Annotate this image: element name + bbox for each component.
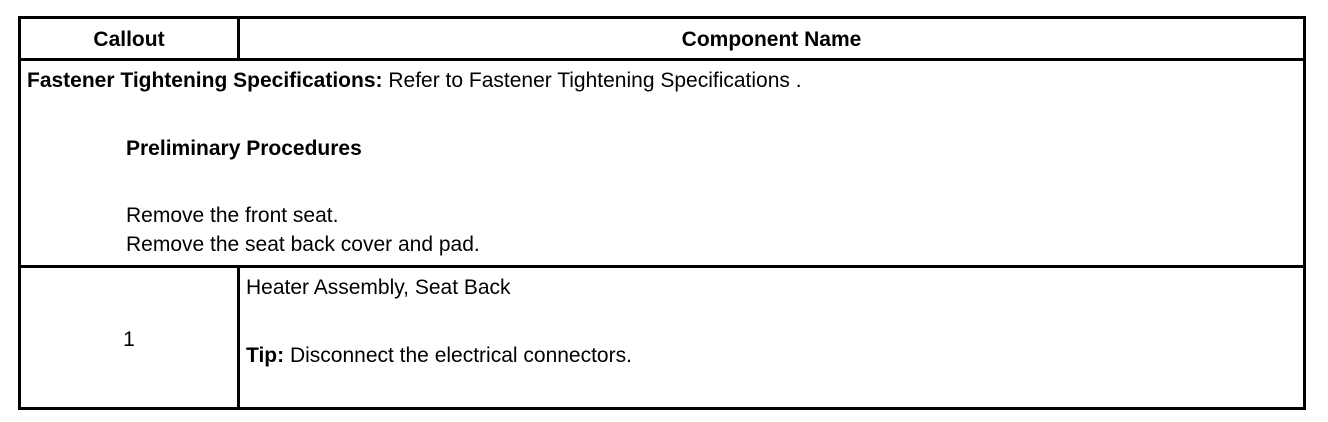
tip-text: Disconnect the electrical connectors. [284,344,632,367]
header-component-name: Component Name [681,28,862,51]
preliminary-procedures-title: Preliminary Procedures [126,137,362,160]
preliminary-step: Remove the front seat. [126,204,339,227]
table-row: 1 Heater Assembly, Seat Back Tip: Discon… [21,268,1303,410]
fastener-spec-label: Fastener Tightening Specifications: [27,69,383,92]
fastener-spec-text: Refer to Fastener Tightening Specificati… [382,69,802,92]
component-table: Callout Component Name Fastener Tighteni… [18,16,1306,410]
tip-label: Tip: [246,344,285,367]
fastener-spec-line: Fastener Tightening Specifications: Refe… [27,69,802,93]
header-callout: Callout [21,19,240,58]
callout-cell: 1 [21,268,240,410]
component-tip: Tip: Disconnect the electrical connector… [246,344,632,368]
component-cell: Heater Assembly, Seat Back Tip: Disconne… [240,268,1303,410]
callout-number: 1 [123,328,135,351]
preliminary-step: Remove the seat back cover and pad. [126,233,480,256]
table-header-row: Callout Component Name [21,19,1303,61]
specifications-row: Fastener Tightening Specifications: Refe… [21,61,1303,268]
component-name: Heater Assembly, Seat Back [246,276,511,299]
